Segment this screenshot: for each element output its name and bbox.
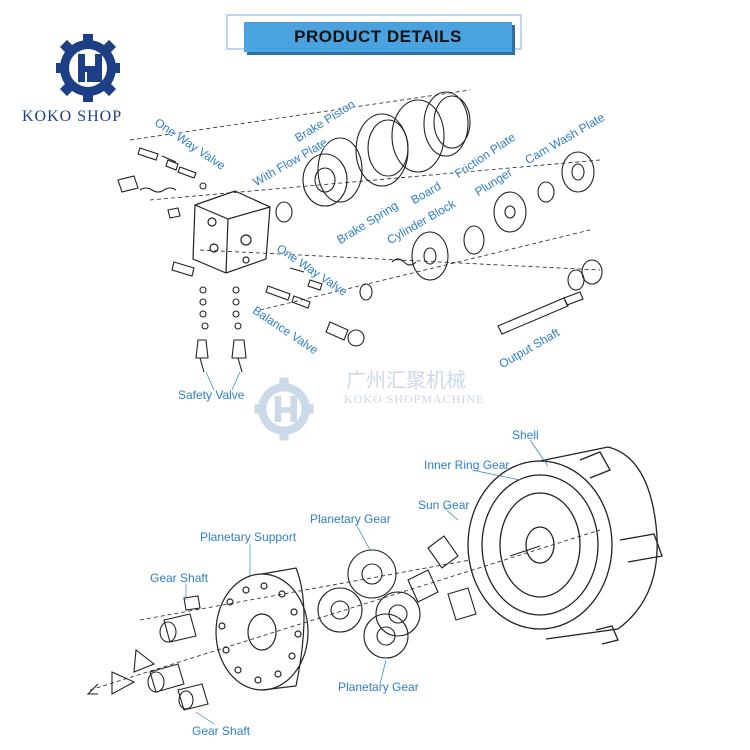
gear-shaft-parts <box>86 595 209 711</box>
brand-name: KOKO SHOP <box>22 108 123 125</box>
cylinder-block-part <box>359 151 595 301</box>
watermark-logo-icon <box>254 377 314 441</box>
output-shaft-part <box>497 259 603 335</box>
watermark-cn-text: 广州汇聚机械 <box>346 368 466 392</box>
valve-body-part <box>192 190 271 274</box>
safety-valve-parts <box>195 286 247 373</box>
label-planetary-gear-top: Planetary Gear <box>310 512 391 526</box>
label-gear-shaft-bottom: Gear Shaft <box>192 724 251 738</box>
banner-title-box: PRODUCT DETAILS <box>244 22 512 52</box>
label-shell: Shell <box>512 428 539 442</box>
label-inner-ring-gear: Inner Ring Gear <box>424 458 510 472</box>
planetary-support-part <box>215 567 309 691</box>
shell-part <box>467 446 663 645</box>
label-planetary-gear-bottom: Planetary Gear <box>338 680 419 694</box>
watermark-en-text: KOKO SHOPMACHINE <box>344 392 485 406</box>
label-safety-valve: Safety Valve <box>178 388 245 402</box>
label-planetary-support: Planetary Support <box>200 530 297 544</box>
planetary-gear-parts <box>317 549 421 659</box>
gear-hl-logo-icon <box>56 34 120 102</box>
brake-piston-part <box>275 91 471 223</box>
label-gear-shaft-top: Gear Shaft <box>150 571 209 585</box>
label-sun-gear: Sun Gear <box>418 498 470 512</box>
header-banner: PRODUCT DETAILS <box>226 14 522 54</box>
page-title: PRODUCT DETAILS <box>294 27 462 46</box>
